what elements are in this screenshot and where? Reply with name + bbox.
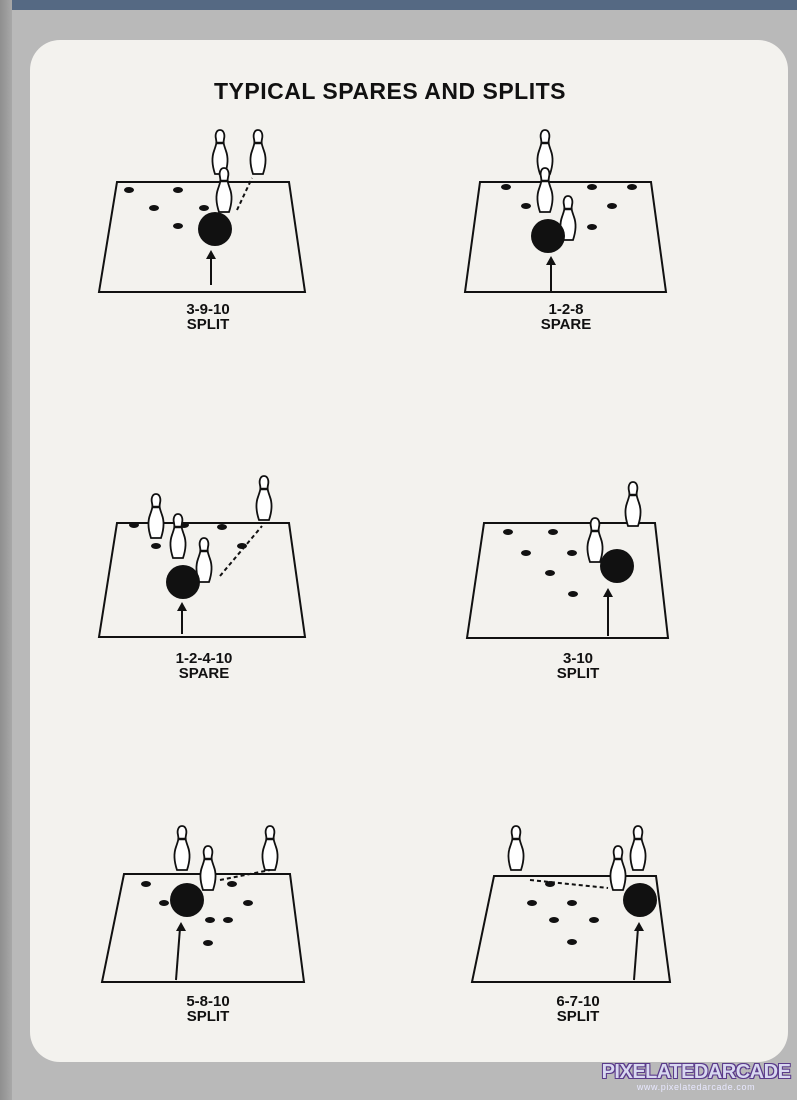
pin-spot	[503, 529, 513, 535]
watermark-url: www.pixelatedarcade.com	[636, 1082, 756, 1092]
caption-3-10: 3-10 SPLIT	[518, 651, 638, 681]
bowling-pin-icon	[173, 825, 191, 871]
pin-spot	[549, 917, 559, 923]
diagram-1-2-4-10	[92, 468, 322, 648]
pin-spot	[587, 184, 597, 190]
caption-1-2-8: 1-2-8 SPARE	[506, 302, 626, 332]
pin-spot	[548, 529, 558, 535]
pin-spot	[521, 550, 531, 556]
caption-6-7-10: 6-7-10 SPLIT	[518, 994, 638, 1024]
caption-label: SPLIT	[556, 1008, 600, 1025]
bowling-pin-icon	[199, 845, 217, 891]
caption-label: SPLIT	[186, 1008, 230, 1025]
bowling-pin-icon	[586, 517, 604, 563]
diagram-6-7-10	[468, 818, 698, 998]
pin-spot	[501, 184, 511, 190]
bowling-pin-icon	[215, 167, 233, 213]
caption-5-8-10: 5-8-10 SPLIT	[148, 994, 268, 1024]
bowling-pin-icon	[249, 129, 267, 175]
diagram-1-2-8	[458, 120, 698, 300]
pin-spot	[607, 203, 617, 209]
pin-spot	[217, 524, 227, 530]
pin-spot	[205, 917, 215, 923]
bowling-pin-icon	[507, 825, 525, 871]
pin-spot	[589, 917, 599, 923]
pin-spot	[141, 881, 151, 887]
pin-spot	[567, 900, 577, 906]
bowling-ball-icon	[198, 212, 232, 246]
pin-spot	[243, 900, 253, 906]
bowling-ball-icon	[170, 883, 204, 917]
pin-spot	[173, 187, 183, 193]
bowling-pin-icon	[624, 481, 642, 527]
pin-spot	[223, 917, 233, 923]
caption-pins: 3-9-10	[186, 301, 230, 318]
bowling-pin-icon	[559, 195, 577, 241]
pin-spot	[567, 550, 577, 556]
pin-spot	[521, 203, 531, 209]
caption-1-2-4-10: 1-2-4-10 SPARE	[144, 651, 264, 681]
pin-spot	[227, 881, 237, 887]
pin-spot	[159, 900, 169, 906]
pin-spot	[545, 570, 555, 576]
watermark: PIXELATEDARCADE www.pixelatedarcade.com	[598, 1062, 794, 1092]
bowling-pin-icon	[261, 825, 279, 871]
bowling-ball-icon	[531, 219, 565, 253]
caption-label: SPLIT	[556, 665, 600, 682]
pin-spot	[124, 187, 134, 193]
caption-pins: 3-10	[562, 650, 594, 667]
pin-spot	[587, 224, 597, 230]
bowling-ball-icon	[623, 883, 657, 917]
pin-spot	[173, 223, 183, 229]
scan-top-edge	[0, 0, 797, 10]
watermark-name: PIXELATEDARCADE	[601, 1061, 791, 1083]
pin-spot	[151, 543, 161, 549]
bowling-ball-icon	[166, 565, 200, 599]
pin-spot	[199, 205, 209, 211]
bowling-ball-icon	[600, 549, 634, 583]
caption-pins: 1-2-4-10	[175, 650, 233, 667]
bowling-pin-icon	[169, 513, 187, 559]
pin-spot	[237, 543, 247, 549]
binding-edge	[0, 0, 12, 1100]
pin-spot	[149, 205, 159, 211]
diagram-3-10	[460, 478, 700, 658]
diagram-3-9-10	[92, 120, 322, 300]
caption-3-9-10: 3-9-10 SPLIT	[148, 302, 268, 332]
caption-pins: 6-7-10	[556, 993, 600, 1010]
pin-spot	[203, 940, 213, 946]
diagram-5-8-10	[98, 818, 328, 998]
caption-label: SPLIT	[186, 316, 230, 333]
pin-spot	[129, 522, 139, 528]
bowling-pin-icon	[147, 493, 165, 539]
bowling-pin-icon	[536, 167, 554, 213]
bowling-pin-icon	[629, 825, 647, 871]
caption-label: SPARE	[540, 316, 592, 333]
pin-spot	[568, 591, 578, 597]
caption-label: SPARE	[178, 665, 230, 682]
bowling-pin-icon	[195, 537, 213, 583]
bowling-pin-icon	[255, 475, 273, 521]
pin-spot	[627, 184, 637, 190]
caption-pins: 5-8-10	[186, 993, 230, 1010]
pin-spot	[567, 939, 577, 945]
bowling-pin-icon	[609, 845, 627, 891]
caption-pins: 1-2-8	[548, 301, 584, 318]
page-title: TYPICAL SPARES AND SPLITS	[213, 78, 566, 104]
pin-spot	[527, 900, 537, 906]
